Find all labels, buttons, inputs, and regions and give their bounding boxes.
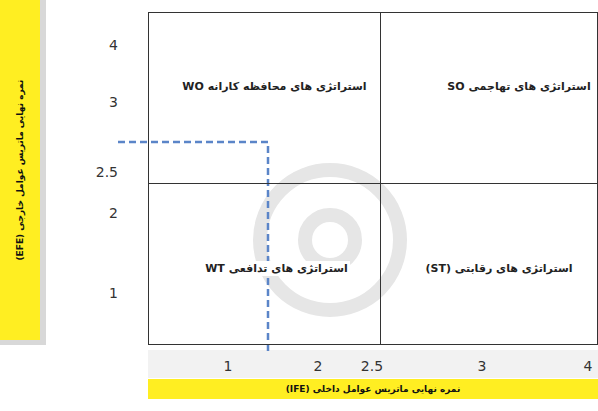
watermark-logo bbox=[260, 170, 400, 310]
axis-tick: 1 bbox=[224, 358, 233, 374]
axis-tick: 2 bbox=[109, 205, 118, 221]
strategy-quadrant: استراتژی های تدافعی WT bbox=[148, 183, 381, 345]
axis-tick: 4 bbox=[584, 358, 593, 374]
node-text: نمره نهایی ماتریس عوامل خارجی (EFE) bbox=[15, 79, 25, 260]
axis-tick: 4 bbox=[109, 37, 118, 53]
axis-tick: 2.5 bbox=[96, 164, 118, 180]
strategy-quadrant: استراتژی های محافظه کارانه WO bbox=[148, 12, 381, 184]
band-shadow bbox=[0, 0, 46, 345]
node-text: استراتژی های محافظه کارانه WO bbox=[180, 79, 368, 94]
axis-tick: 1 bbox=[109, 285, 118, 301]
axis-title-band: نمره نهایی ماتریس عوامل خارجی (EFE) bbox=[0, 0, 40, 340]
node-text: استراتژی های تدافعی WT bbox=[203, 261, 350, 276]
axis-panel bbox=[148, 350, 598, 378]
axis-title-band: نمره نهایی ماتریس عوامل داخلی (IFE) bbox=[148, 379, 598, 399]
axis-tick: 2.5 bbox=[361, 358, 383, 374]
dashed-position-line bbox=[118, 142, 268, 352]
node-text: نمره نهایی ماتریس عوامل داخلی (IFE) bbox=[286, 384, 461, 394]
node-text: استراتژی های تهاجمی SO bbox=[445, 79, 592, 94]
node-text: استراتژی های رقابتی (ST) bbox=[424, 261, 575, 276]
axis-tick: 2 bbox=[314, 358, 323, 374]
axis-tick: 3 bbox=[478, 358, 487, 374]
strategy-quadrant: استراتژی های رقابتی (ST) bbox=[380, 183, 598, 345]
axis-tick: 3 bbox=[109, 94, 118, 110]
strategy-quadrant: استراتژی های تهاجمی SO bbox=[380, 12, 598, 184]
